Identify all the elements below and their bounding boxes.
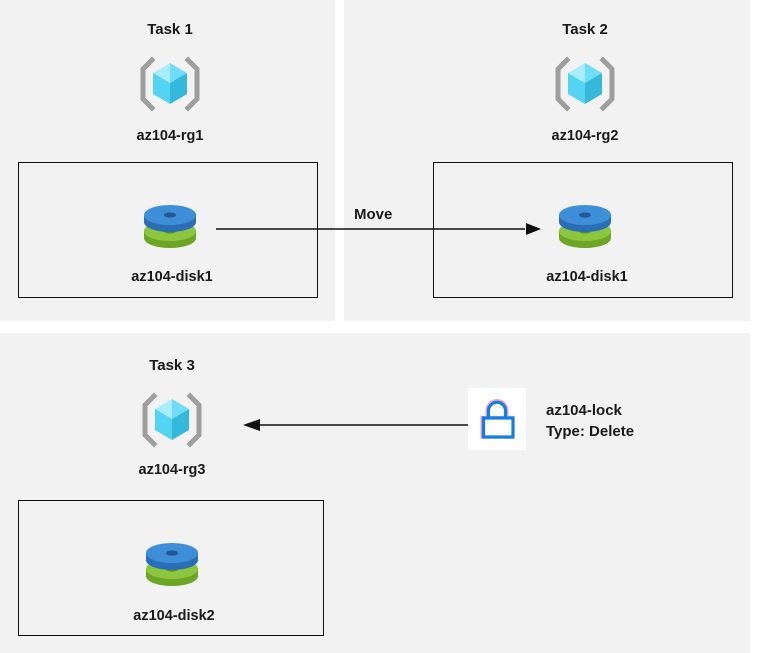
move-arrow-label: Move <box>354 206 393 223</box>
task-3-title: Task 3 <box>149 357 195 374</box>
lock-name: az104-lock <box>546 402 622 419</box>
lock-type: Type: Delete <box>546 423 635 440</box>
lock-icon <box>480 399 515 439</box>
lock-arrow <box>243 419 468 431</box>
lock-icon-container <box>468 388 526 450</box>
managed-disk-icon <box>140 536 204 592</box>
task-1-title: Task 1 <box>147 21 193 38</box>
disk-label: az104-disk2 <box>133 608 215 624</box>
lock-info: az104-lock Type: Delete <box>546 400 634 442</box>
task-2-title: Task 2 <box>562 21 608 38</box>
resource-group-icon <box>553 54 617 114</box>
disk-label: az104-disk1 <box>131 269 213 285</box>
resource-group-label: az104-rg2 <box>551 128 619 144</box>
resource-group-icon <box>138 54 202 114</box>
resource-group-icon <box>140 390 204 450</box>
move-arrow <box>216 223 541 235</box>
managed-disk-icon <box>138 198 202 254</box>
resource-group-label: az104-rg3 <box>138 462 206 478</box>
resource-group-label: az104-rg1 <box>136 128 204 144</box>
disk-label: az104-disk1 <box>546 269 628 285</box>
managed-disk-icon <box>553 198 617 254</box>
